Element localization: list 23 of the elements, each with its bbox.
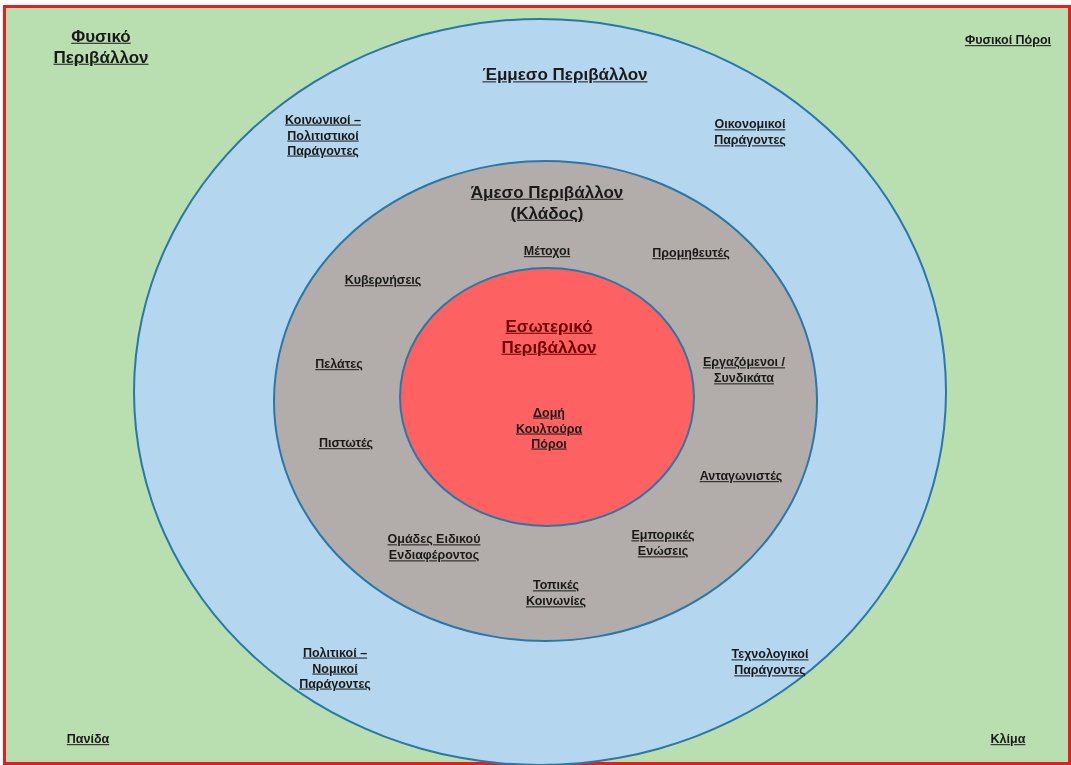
zone-heading: Άμεσο Περιβάλλον (Κλάδος) — [469, 181, 625, 225]
factor-label: Κλίμα — [989, 732, 1027, 748]
factor-label: Ανταγωνιστές — [698, 469, 784, 485]
factor-label: Τεχνολογικοί Παράγοντες — [730, 647, 810, 679]
zone-heading: Εσωτερικό Περιβάλλον — [500, 315, 598, 359]
zone-heading: Φυσικό Περιβάλλον — [52, 25, 150, 69]
factor-label: Πελάτες — [314, 357, 364, 373]
factor-label: Φυσικοί Πόροι — [963, 33, 1053, 49]
factor-label: Μέτοχοι — [522, 244, 572, 260]
factor-label: Πιστωτές — [317, 436, 375, 452]
factor-label: Εργαζόμενοι /Συνδικάτα — [702, 355, 786, 387]
factor-label: Δομή Κουλτούρα Πόροι — [514, 405, 584, 453]
factor-label: Τοπικές Κοινωνίες — [524, 578, 588, 610]
factor-label: Πολιτικοί – Νομικοί Παράγοντες — [298, 645, 372, 693]
factor-label: Οικονομικοί Παράγοντες — [713, 117, 787, 149]
zone-heading: Έμμεσο Περιβάλλον — [481, 64, 649, 86]
factor-label: Κοινωνικοί – Πολιτιστικοί Παράγοντες — [284, 112, 362, 160]
factor-label: Εμπορικές Ενώσεις — [630, 528, 696, 560]
factor-label: Ομάδες Ειδικού Ενδιαφέροντος — [386, 532, 482, 564]
factor-label: Πανίδα — [65, 732, 111, 748]
environment-panel — [3, 5, 1071, 765]
factor-label: Κυβερνήσεις — [343, 273, 423, 289]
factor-label: Προμηθευτές — [651, 246, 731, 262]
